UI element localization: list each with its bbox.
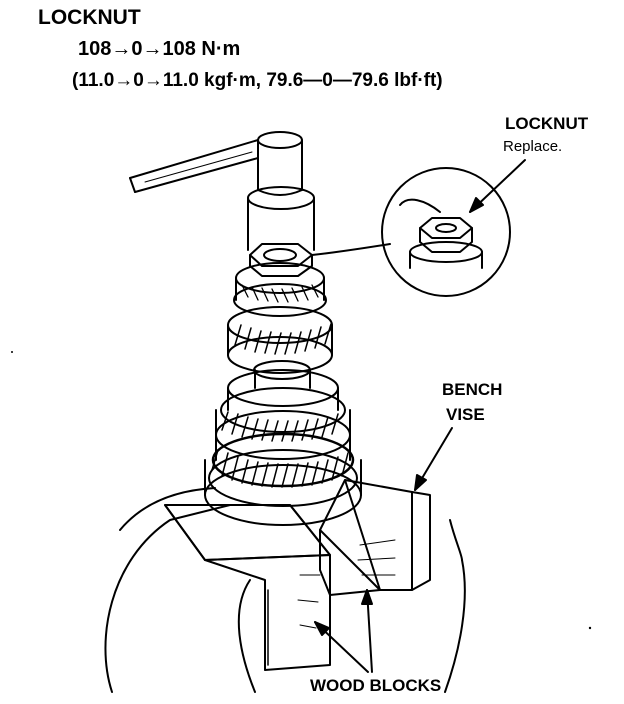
wood-blocks-arrows bbox=[314, 589, 373, 673]
scan-speck bbox=[11, 351, 13, 353]
bench-vise-label-line1: BENCH bbox=[442, 380, 503, 399]
lower-gear-cluster bbox=[204, 369, 362, 526]
mainshaft bbox=[253, 360, 311, 389]
torque-spec-nm: 108→0→108 N·m bbox=[78, 38, 241, 60]
bench-vise-arrow bbox=[414, 427, 453, 491]
locknut-callout-note: Replace. bbox=[503, 138, 563, 155]
spec-title: LOCKNUT bbox=[38, 6, 141, 29]
wood-block-right bbox=[319, 479, 431, 596]
locknut-callout-title: LOCKNUT bbox=[505, 114, 589, 133]
locknut-arrow bbox=[469, 159, 526, 213]
hands-outline bbox=[104, 487, 466, 693]
inset-leader-line bbox=[311, 243, 391, 256]
locknut-detail-inset bbox=[381, 167, 511, 297]
locknut-on-shaft bbox=[249, 243, 313, 277]
scan-speck bbox=[588, 626, 592, 630]
wood-block-left bbox=[164, 504, 331, 671]
bench-vise-label-line2: VISE bbox=[446, 405, 485, 424]
torque-spec-alt-units: (11.0→0→11.0 kgf·m, 79.6—0—79.6 lbf·ft) bbox=[72, 70, 443, 91]
wood-blocks-label: WOOD BLOCKS bbox=[310, 676, 442, 695]
torque-wrench bbox=[129, 131, 315, 251]
upper-gear bbox=[227, 262, 333, 374]
